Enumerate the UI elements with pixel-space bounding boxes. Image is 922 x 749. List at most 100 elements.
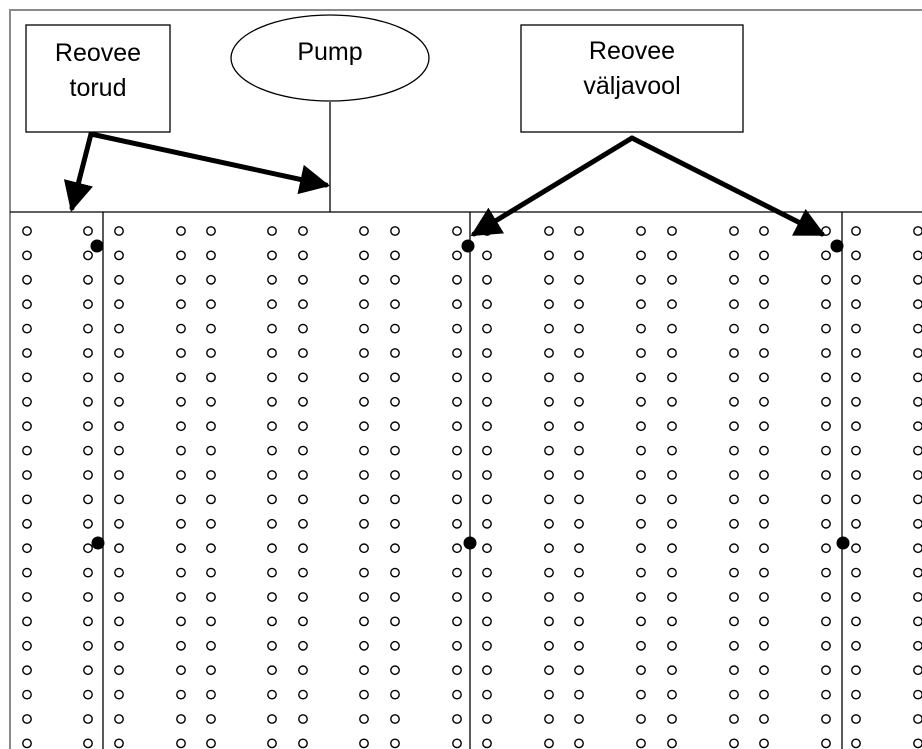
plant-dot [22,665,32,676]
plant-dot [22,445,32,456]
plant-dot [851,592,861,602]
plant-dot [636,738,646,749]
plant-dot [83,567,93,578]
plant-dot [267,616,277,627]
plant-dot [667,738,677,749]
plant-dot [544,567,554,578]
plant-dot [22,640,32,651]
plant-dot [636,592,646,602]
plant-dot [482,518,492,529]
plant-dot [83,396,93,407]
plant-dot [759,518,769,529]
outlet-label-line1: Reovee [589,37,675,65]
plant-dot [913,445,922,456]
plant-dot [759,274,769,285]
plant-dot [667,323,677,334]
plant-dot [452,323,462,334]
plant-dot [83,299,93,310]
plant-dot [913,348,922,358]
plant-dot [206,470,216,480]
plant-dot [913,640,922,651]
plant-dot [636,640,646,651]
plant-dot [821,274,831,285]
plant-dot [913,665,922,676]
plant-dot [267,518,277,529]
plant-dot [359,665,369,676]
plant-dot [821,567,831,578]
plant-dot [574,494,584,505]
plant-dot [83,226,93,236]
plant-dot [206,372,216,383]
plant-dot [667,567,677,578]
plant-dot [821,714,831,724]
plant-dot [636,714,646,724]
plant-dot [759,543,769,554]
plant-dot [22,494,32,505]
plant-dot [729,445,739,456]
plant-dot [22,396,32,407]
plant-dot [22,518,32,529]
plant-dot [667,299,677,310]
plant-dot [390,372,400,383]
plant-dot [913,421,922,432]
plant-dot [298,640,308,651]
plant-dot [544,274,554,285]
plant-dot [359,689,369,700]
plant-dot [359,738,369,749]
plant-dot [636,323,646,334]
plant-dot [359,494,369,505]
plant-dot [544,250,554,261]
plant-dot [452,543,462,554]
plant-dot [482,421,492,432]
arrow-pipes-to-left-pipe [63,131,94,212]
plant-dot [544,640,554,651]
plant-dot [206,250,216,261]
plant-dot [574,226,584,236]
plant-dot [636,396,646,407]
plant-dot [821,665,831,676]
plant-dot [667,543,677,554]
plant-dot [667,274,677,285]
plant-dot [574,445,584,456]
plant-dot [574,470,584,480]
plant-dot [359,299,369,310]
plant-dot [729,372,739,383]
plant-dot [544,592,554,602]
plant-dot [83,592,93,602]
plant-dot [390,396,400,407]
arrow-outlet-to-right-pipe [629,135,826,237]
plant-dot [359,421,369,432]
diagram-frame [9,9,922,749]
plant-dot [452,396,462,407]
plant-dot [176,738,186,749]
plant-dot [206,592,216,602]
plant-dot [759,616,769,627]
plant-dot [574,543,584,554]
plant-dot [851,640,861,651]
plant-dot [913,226,922,236]
plant-dot [482,299,492,310]
outlet-callout-box [520,24,744,133]
plant-dot [452,592,462,602]
plant-dot [390,689,400,700]
plant-dot [22,299,32,310]
plant-dot [574,616,584,627]
plant-dot [913,274,922,285]
plant-dot [83,348,93,358]
plant-dot [83,738,93,749]
plant-dot [729,567,739,578]
plant-dot [821,592,831,602]
plant-dot [729,421,739,432]
plant-dot [359,616,369,627]
plant-dot [298,494,308,505]
plant-dot [83,421,93,432]
plant-dot [22,372,32,383]
plant-dot [913,470,922,480]
plant-dot [206,665,216,676]
plant-dot [83,640,93,651]
plant-dot [452,372,462,383]
plant-dot [267,250,277,261]
plant-dot [176,396,186,407]
plant-dot [636,372,646,383]
plant-dot [851,714,861,724]
